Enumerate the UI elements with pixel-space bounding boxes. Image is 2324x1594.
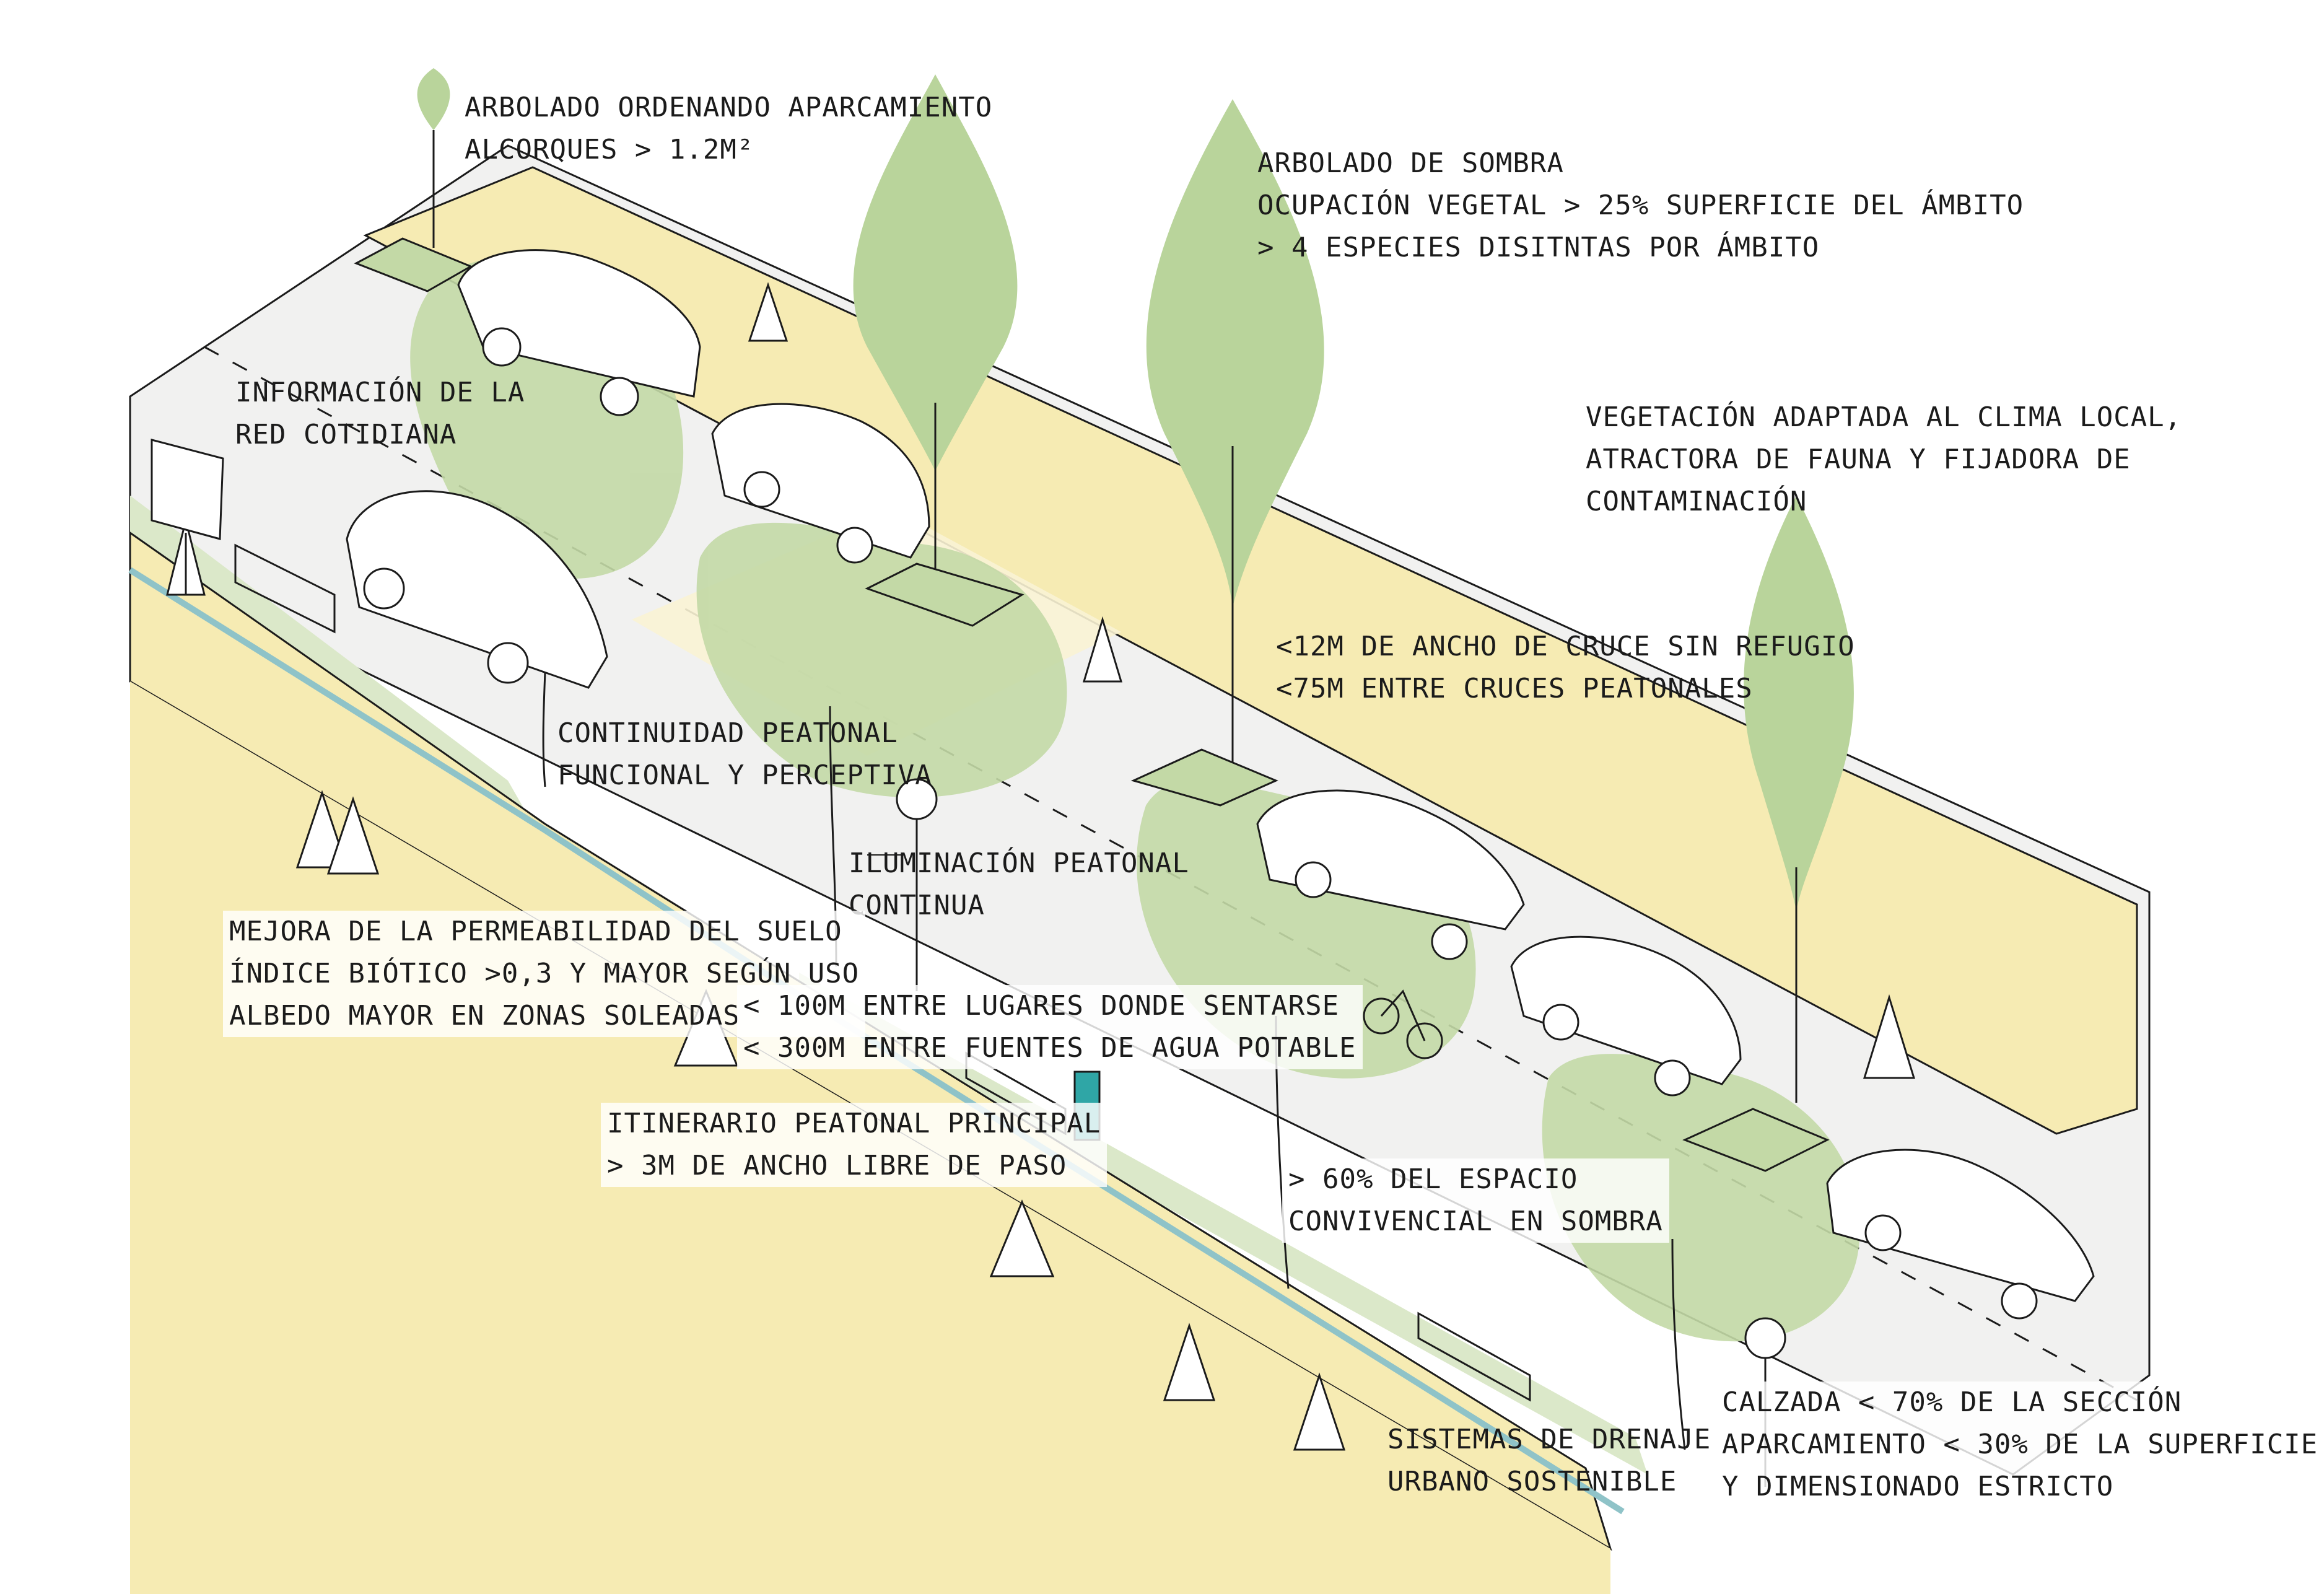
cars [346,249,2095,1320]
label-arbolado-aparcamiento: Arbolado ordenando aparcamiento Alcorque… [465,87,992,171]
label-vegetacion-adaptada-line-3: contaminación [1586,486,1807,517]
tree-pits [354,237,1830,1172]
label-calzada-line-3: y dimensionado estricto [1722,1471,2114,1502]
label-cruce-line-1: <12m de ancho de cruce sin refugio [1276,631,1855,662]
green-strip-left [130,496,533,824]
label-sombra-line-2: convivencial en sombra [1288,1206,1663,1237]
label-calzada-line-1: Calzada < 70% de la sección [1722,1386,2182,1418]
label-vegetacion-adaptada-line-1: Vegetación adaptada al clima local, [1586,401,2182,433]
label-arbolado-aparcamiento-line-2: Alcorques > 1.2m² [465,134,754,165]
tall-tree-3 [1744,496,1854,911]
label-sombra: > 60% del espacio convivencial en sombra [1282,1158,1669,1243]
bicycle [1363,989,1443,1059]
label-permeabilidad-line-1: Mejora de la permeabilidad del suelo [229,916,842,947]
label-itinerario: Itinerario peatonal principal > 3m de an… [601,1103,1107,1187]
label-vegetacion-adaptada-line-2: atractora de fauna y fijadora de [1586,444,2131,475]
label-sentarse-line-1: < 100m entre lugares donde sentarse [743,990,1340,1022]
car-4 [1256,789,1525,960]
label-sombra-line-1: > 60% del espacio [1288,1163,1578,1195]
label-iluminacion-line-1: Iluminación peatonal [849,847,1189,879]
label-continuidad-line-2: funcional y perceptiva [557,760,932,791]
label-sentarse: < 100m entre lugares donde sentarse < 30… [737,985,1363,1069]
car-3 [346,490,608,689]
info-board [151,439,224,595]
label-arbolado-sombra-line-1: Arbolado de sombra [1257,147,1564,179]
car-5 [1510,935,1742,1097]
car-1 [457,249,701,416]
tall-tree-2 [1146,99,1324,607]
label-arbolado-sombra-line-2: Ocupación vegetal > 25% superficie del á… [1257,190,2024,221]
green-strip-mid [799,973,1648,1474]
label-iluminacion-line-2: continua [849,890,985,921]
leader-lines [867,607,1233,856]
label-arbolado-sombra: Arbolado de sombra Ocupación vegetal > 2… [1257,142,2024,269]
car-2 [711,403,930,564]
tall-tree-1 [853,74,1018,471]
label-itinerario-line-1: Itinerario peatonal principal [607,1108,1101,1139]
label-continuidad-line-1: Continuidad peatonal [557,717,898,749]
label-drenaje-line-1: Sistemas de Drenaje [1387,1424,1711,1455]
label-vegetacion-adaptada: Vegetación adaptada al clima local, atra… [1586,396,2182,523]
label-informacion-red: Información de la Red cotidiana [235,372,525,456]
label-calzada: Calzada < 70% de la sección Aparcamiento… [1716,1382,2324,1508]
label-iluminacion: Iluminación peatonal continua [849,843,1189,927]
label-continuidad: Continuidad peatonal funcional y percept… [557,712,932,797]
label-permeabilidad-line-2: Índice Biótico >0,3 y mayor según uso [229,958,860,989]
label-cruce-line-2: <75m entre cruces peatonales [1276,673,1753,704]
street-lamps [896,778,1786,1487]
label-drenaje: Sistemas de Drenaje Urbano Sostenible [1387,1419,1711,1503]
car-6 [1826,1149,2095,1320]
label-arbolado-sombra-line-3: > 4 especies disitntas por ámbito [1257,232,1820,263]
label-informacion-red-line-1: Información de la [235,377,525,408]
label-calzada-line-2: Aparcamiento < 30% de la superficie [1722,1429,2318,1460]
label-arbolado-aparcamiento-line-1: Arbolado ordenando aparcamiento [465,92,993,123]
tall-trees [417,68,1854,911]
label-cruce: <12m de ancho de cruce sin refugio <75m … [1276,626,1855,710]
tall-tree-4 [417,68,450,130]
label-itinerario-line-2: > 3m de ancho libre de paso [607,1150,1067,1181]
label-permeabilidad-line-3: albedo mayor en zonas soleadas [229,1000,740,1031]
label-informacion-red-line-2: Red cotidiana [235,419,457,450]
label-sentarse-line-2: < 300m entre fuentes de agua potable [743,1032,1356,1064]
label-drenaje-line-2: Urbano Sostenible [1387,1466,1677,1497]
